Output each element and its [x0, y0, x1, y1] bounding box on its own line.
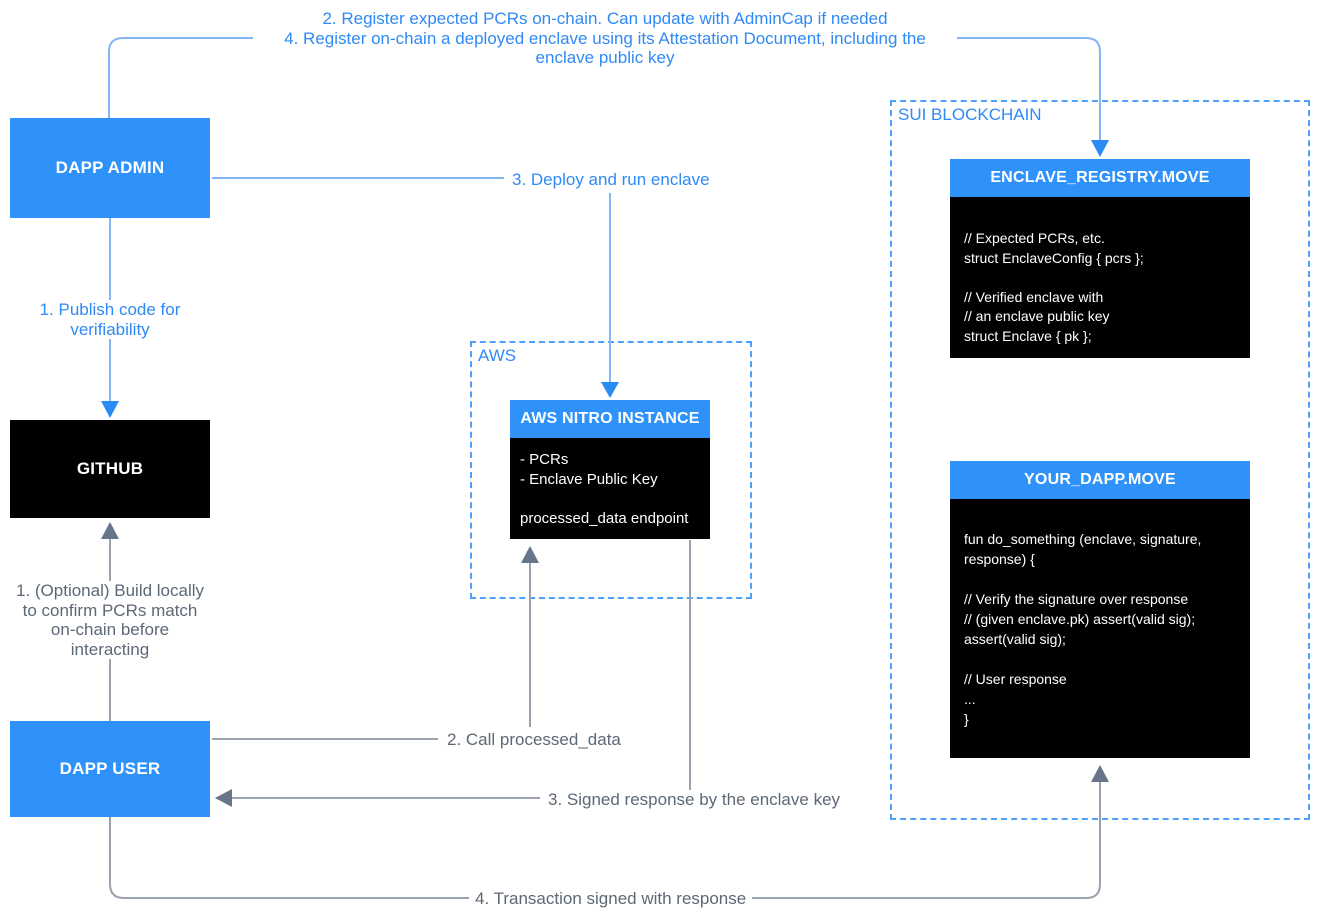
your-dapp-title: YOUR_DAPP.MOVE — [950, 461, 1250, 499]
your-dapp-line: fun do_something (enclave, signature, re… — [964, 531, 1206, 567]
github-node: GITHUB — [10, 420, 210, 518]
enclave-registry-line: // Expected PCRs, etc. — [964, 230, 1105, 246]
aws-nitro-body: - PCRs - Enclave Public Key processed_da… — [510, 438, 710, 539]
your-dapp-line: } — [964, 711, 969, 727]
publish-code-label: 1. Publish code for verifiability — [28, 300, 192, 339]
register-pcrs-label-line2: 4. Register on-chain a deployed enclave … — [284, 28, 926, 68]
dapp-admin-label: DAPP ADMIN — [55, 158, 165, 177]
aws-nitro-line — [520, 489, 700, 509]
your-dapp-line — [964, 569, 1236, 589]
github-label: GITHUB — [76, 459, 144, 478]
transaction-signed-label: 4. Transaction signed with response — [469, 889, 753, 909]
edge-signed-arrowhead-icon — [215, 789, 232, 807]
register-pcrs-label-line1: 2. Register expected PCRs on-chain. Can … — [322, 9, 888, 28]
enclave-registry-title: ENCLAVE_REGISTRY.MOVE — [950, 159, 1250, 197]
your-dapp-node: YOUR_DAPP.MOVE fun do_something (enclave… — [950, 461, 1250, 758]
aws-region-label: AWS — [478, 346, 517, 365]
signed-response-label: 3. Signed response by the enclave key — [544, 790, 845, 810]
your-dapp-body: fun do_something (enclave, signature, re… — [950, 499, 1250, 758]
aws-nitro-line: - PCRs — [520, 451, 569, 468]
your-dapp-line — [964, 649, 1236, 669]
optional-build-label: 1. (Optional) Build locally to confirm P… — [15, 581, 205, 659]
aws-region: AWS — [470, 341, 752, 599]
enclave-registry-line: // an enclave public key — [964, 308, 1110, 324]
aws-nitro-line: processed_data endpoint — [520, 509, 689, 527]
enclave-registry-line: struct EnclaveConfig { pcrs }; — [964, 249, 1144, 266]
sui-region-label: SUI BLOCKCHAIN — [898, 105, 1042, 124]
enclave-registry-line: // Verified enclave with — [964, 288, 1104, 305]
dapp-admin-node: DAPP ADMIN — [10, 118, 210, 218]
edge-optional-build-arrowhead-icon — [101, 522, 119, 539]
enclave-registry-line — [964, 268, 1236, 288]
dapp-user-node: DAPP USER — [10, 721, 210, 817]
enclave-registry-line: struct Enclave { pk }; — [964, 327, 1092, 344]
your-dapp-line: // (given enclave.pk) assert(valid sig); — [964, 611, 1196, 627]
register-pcrs-label: 2. Register expected PCRs on-chain. Can … — [253, 9, 957, 68]
aws-nitro-line: - Enclave Public Key — [520, 470, 658, 488]
dapp-user-label: DAPP USER — [59, 759, 161, 778]
your-dapp-line: // Verify the signature over response — [964, 591, 1189, 607]
aws-nitro-title: AWS NITRO INSTANCE — [510, 400, 710, 438]
your-dapp-line: // User response — [964, 671, 1067, 687]
your-dapp-line: ... — [964, 691, 976, 707]
enclave-registry-body: // Expected PCRs, etc. struct EnclaveCon… — [950, 197, 1250, 358]
call-processed-data-label: 2. Call processed_data — [443, 730, 625, 750]
your-dapp-line: assert(valid sig); — [964, 631, 1066, 647]
edge-publish-arrowhead-icon — [101, 401, 119, 418]
deploy-enclave-label: 3. Deploy and run enclave — [508, 170, 714, 190]
aws-nitro-instance-node: AWS NITRO INSTANCE - PCRs - Enclave Publ… — [510, 400, 710, 539]
enclave-registry-node: ENCLAVE_REGISTRY.MOVE // Expected PCRs, … — [950, 159, 1250, 358]
